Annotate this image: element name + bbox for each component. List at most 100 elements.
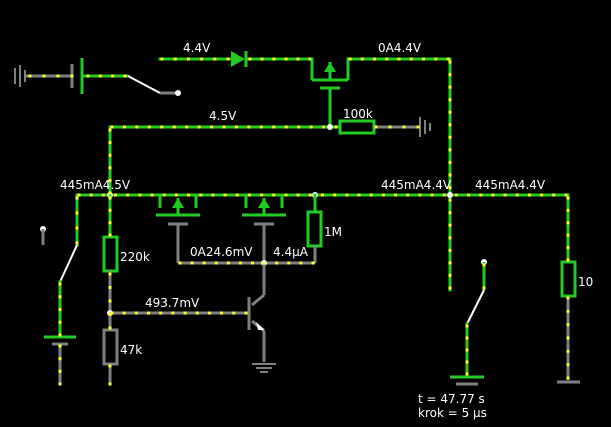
current-dot — [448, 286, 452, 290]
current-dot — [58, 282, 62, 286]
current-dot — [208, 311, 211, 315]
current-dot — [178, 261, 182, 265]
current-dot — [284, 125, 288, 129]
current-dot — [299, 261, 303, 265]
sim-step: krok = 5 µs — [418, 406, 487, 420]
current-dot — [58, 382, 62, 386]
current-dot — [58, 320, 62, 324]
current-dot — [409, 57, 413, 61]
current-dot — [309, 125, 313, 129]
current-dot — [108, 299, 112, 303]
current-dot — [108, 178, 112, 182]
current-dot — [235, 193, 239, 197]
current-dot — [402, 125, 406, 129]
current-dot — [540, 193, 544, 197]
current-dot — [373, 57, 376, 61]
current-dot — [28, 74, 32, 78]
main-bus[interactable] — [75, 192, 580, 384]
current-dot — [416, 125, 420, 129]
current-dot — [482, 263, 486, 267]
current-dot — [123, 74, 127, 78]
current-dot — [418, 193, 422, 197]
current-dot — [248, 57, 252, 61]
current-dot — [311, 261, 315, 265]
current-dot — [308, 57, 312, 61]
current-dot — [185, 125, 189, 129]
current-dot — [89, 193, 93, 197]
current-dot — [397, 57, 401, 61]
current-dot — [394, 193, 398, 197]
switch-right[interactable] — [450, 259, 487, 386]
current-dot — [226, 261, 230, 265]
sim-time: t = 47.77 s — [418, 392, 485, 406]
mosfet-pair[interactable] — [156, 193, 323, 266]
current-dot — [272, 57, 276, 61]
current-dots — [28, 57, 570, 386]
current-dot — [108, 141, 112, 145]
mosfet-top[interactable] — [310, 62, 350, 129]
current-dot — [108, 191, 112, 195]
label-v-top-left: 4.4V — [183, 41, 211, 55]
label-r-10: 10 — [578, 275, 594, 289]
current-dot — [247, 125, 251, 129]
bias-network[interactable] — [102, 193, 276, 385]
current-dot — [448, 123, 452, 127]
current-dot — [220, 311, 224, 315]
current-dot — [239, 261, 242, 265]
current-dot — [448, 135, 452, 139]
current-dot — [110, 311, 114, 315]
current-dot — [234, 125, 238, 129]
switch-top[interactable] — [80, 74, 181, 96]
label-v-top-right: 0A4.4V — [378, 41, 422, 55]
current-dot — [454, 193, 458, 197]
current-dot — [566, 258, 570, 262]
current-dot — [566, 363, 570, 367]
current-dot — [479, 193, 483, 197]
current-dot — [202, 261, 206, 265]
label-r-47k: 47k — [120, 343, 143, 357]
current-dot — [211, 193, 215, 197]
label-bus-right: 445mA4.4V — [475, 178, 546, 192]
current-dot — [465, 324, 469, 328]
current-dot — [448, 236, 452, 240]
current-dot — [195, 311, 199, 315]
current-dot — [467, 193, 471, 197]
current-dot — [321, 193, 324, 197]
current-dot — [58, 369, 62, 373]
current-dot — [75, 196, 79, 200]
current-dot — [287, 261, 291, 265]
current-dot — [566, 376, 570, 380]
switch-left[interactable] — [40, 193, 79, 385]
current-dot — [448, 223, 452, 227]
current-dot — [160, 57, 164, 61]
current-dot — [200, 57, 204, 61]
current-dot — [199, 193, 203, 197]
label-node-gate: 0A24.6mV — [190, 245, 253, 259]
current-dot — [58, 308, 62, 311]
current-dot — [244, 311, 248, 315]
current-dot — [465, 336, 469, 340]
current-dot — [566, 309, 570, 313]
current-dot — [147, 125, 151, 129]
current-dot — [226, 57, 230, 61]
label-r-100k: 100k — [343, 107, 373, 121]
current-dot — [108, 196, 112, 200]
current-dot — [381, 193, 385, 197]
current-dot — [448, 186, 452, 190]
current-dot — [108, 208, 112, 212]
label-node-src: 4.4µA — [273, 245, 308, 259]
current-dot — [108, 233, 112, 237]
current-dot — [448, 248, 452, 252]
current-dot — [108, 313, 112, 316]
current-dot — [482, 286, 486, 290]
current-dot — [114, 193, 117, 197]
current-dot — [108, 382, 112, 386]
current-dot — [108, 166, 112, 170]
current-dot — [135, 125, 139, 129]
current-dot — [284, 193, 288, 197]
current-dot — [566, 336, 570, 340]
current-dot — [491, 193, 495, 197]
current-dot — [147, 311, 150, 315]
